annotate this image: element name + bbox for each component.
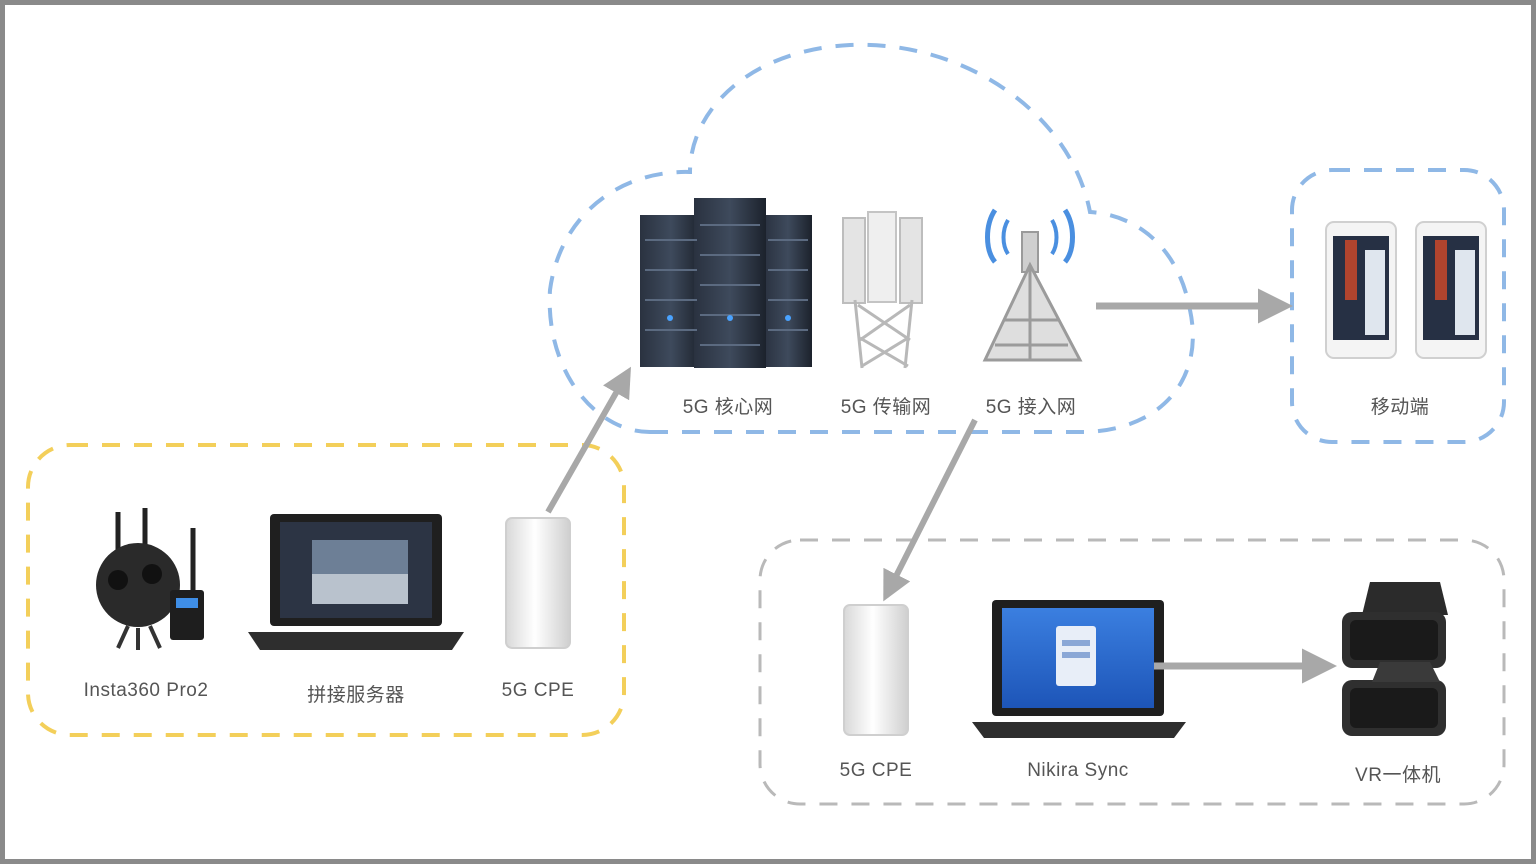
- label-camera: Insta360 Pro2: [83, 680, 209, 701]
- label-stitching-server: 拼接服务器: [307, 685, 405, 706]
- laptop-icon: [972, 600, 1186, 738]
- laptop-icon: [248, 514, 464, 650]
- label-nikira-sync: Nikira Sync: [1027, 760, 1129, 781]
- vr-headset-icon: [1342, 582, 1448, 736]
- label-mobile-phone: 移动端: [1370, 397, 1430, 418]
- transmission-tower-icon: [842, 211, 923, 369]
- base-station-icon: [982, 208, 1083, 362]
- server-rack-icon: [640, 198, 812, 368]
- smartphone-icon: [1325, 221, 1487, 359]
- cpe-router-icon: [843, 604, 909, 736]
- label-cpe-right: 5G CPE: [839, 760, 913, 781]
- label-cpe-left: 5G CPE: [501, 680, 575, 701]
- arrow-access-to-cpe: [883, 418, 978, 602]
- label-access-network: 5G 接入网: [985, 397, 1077, 418]
- label-core-network: 5G 核心网: [682, 397, 774, 418]
- label-vr-headset: VR一体机: [1355, 765, 1441, 786]
- receive-group-border: [758, 538, 1506, 806]
- capture-group-border: [26, 443, 626, 737]
- label-transport-network: 5G 传输网: [840, 397, 932, 418]
- cpe-router-icon: [505, 517, 571, 649]
- arrow-cpe-to-core: [545, 366, 631, 514]
- 5g-network-cloud: [547, 42, 1195, 434]
- 360-camera-icon: [96, 508, 204, 650]
